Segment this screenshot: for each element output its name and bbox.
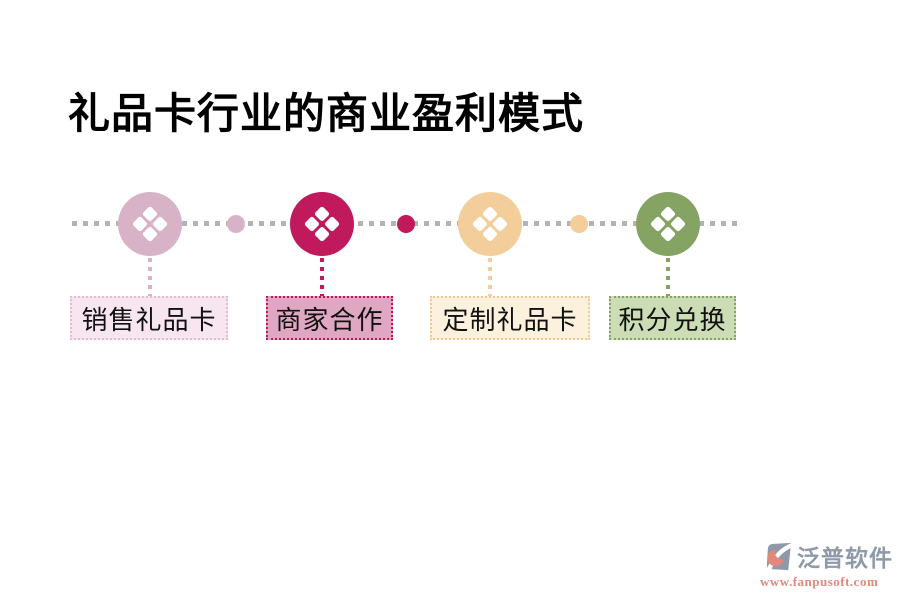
four-diamonds-icon: [650, 206, 686, 242]
node-label-points-redemption: 积分兑换: [609, 296, 736, 340]
fanpu-logo-icon: [766, 542, 794, 571]
node-circle-merchant-cooperation: [290, 192, 354, 256]
node-label-text: 销售礼品卡: [81, 305, 217, 335]
four-diamonds-icon: [132, 206, 168, 242]
watermark-url-text: www.fanpusoft.com: [760, 574, 879, 589]
timeline-dot: [397, 215, 415, 233]
node-drop-connector: [666, 258, 670, 296]
timeline-dot: [570, 215, 588, 233]
node-drop-connector: [488, 258, 492, 296]
timeline-dot: [227, 215, 245, 233]
four-diamonds-icon: [304, 206, 340, 242]
node-label-text: 商家合作: [275, 305, 384, 335]
watermark-brand-text: 泛普软件: [797, 546, 893, 571]
node-label-sell-gift-cards: 销售礼品卡: [70, 296, 228, 340]
page-title: 礼品卡行业的商业盈利模式: [68, 92, 585, 138]
node-label-text: 定制礼品卡: [442, 305, 578, 335]
node-label-merchant-cooperation: 商家合作: [266, 296, 393, 340]
node-drop-connector: [320, 258, 324, 296]
four-diamonds-icon: [472, 206, 508, 242]
node-drop-connector: [148, 258, 152, 296]
node-label-custom-gift-cards: 定制礼品卡: [430, 296, 590, 340]
watermark: 泛普软件 www.fanpusoft.com: [760, 539, 893, 590]
node-label-text: 积分兑换: [618, 305, 727, 335]
node-circle-points-redemption: [636, 192, 700, 256]
watermark-brand-row: 泛普软件: [762, 539, 893, 573]
node-circle-custom-gift-cards: [458, 192, 522, 256]
node-circle-sell-gift-cards: [118, 192, 182, 256]
